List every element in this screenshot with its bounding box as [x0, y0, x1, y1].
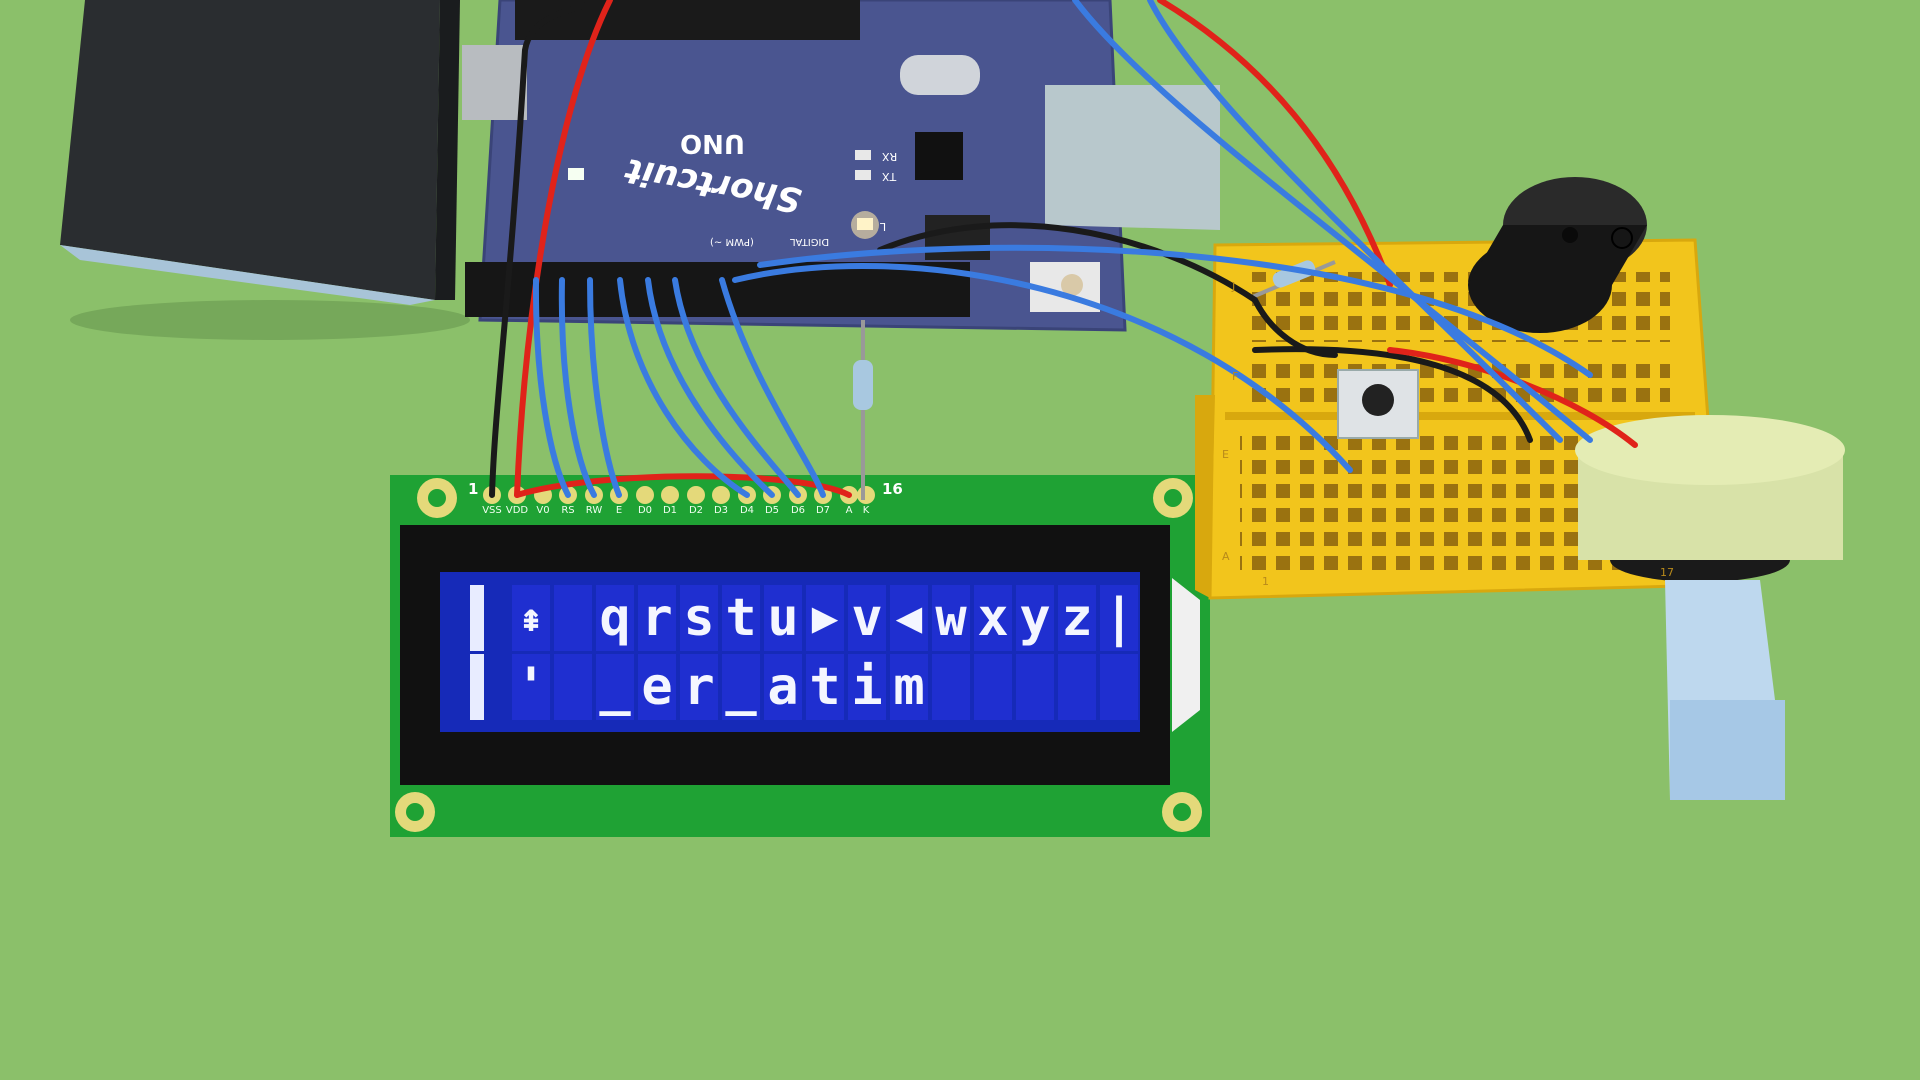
pin-label-rw: RW — [585, 505, 603, 516]
bb-row-a: A — [1222, 550, 1230, 563]
lcd-line-2: ' _ e r _ a t i m — [470, 654, 1138, 720]
lcd-char: z — [1058, 585, 1096, 651]
lcd-char: r — [638, 585, 676, 651]
lcd-char: a — [764, 654, 802, 720]
side-pins — [462, 45, 527, 120]
lcd-char: _ — [722, 654, 760, 720]
lcd-char — [554, 654, 592, 720]
lcd-char — [470, 654, 484, 720]
pin-label-vdd: VDD — [505, 505, 529, 516]
lcd-char: ▶ — [806, 585, 844, 651]
icsp-header — [925, 215, 990, 260]
resistor-breadboard — [1249, 260, 1336, 300]
lcd-char: ⇞ — [512, 585, 550, 651]
lcd-char: e — [638, 654, 676, 720]
pin-label-e: E — [615, 505, 623, 516]
lcd-char — [932, 654, 970, 720]
power-led — [568, 168, 584, 180]
lcd-char — [974, 654, 1012, 720]
pin-label-d3: D3 — [713, 505, 729, 516]
lcd-char: r — [680, 654, 718, 720]
lcd-char — [1016, 654, 1054, 720]
pin-label-d2: D2 — [688, 505, 704, 516]
bb-row-f: F — [1232, 370, 1239, 383]
lcd-char: u — [764, 585, 802, 651]
pin-label-rs: RS — [561, 505, 575, 516]
resistor-backlight — [853, 320, 873, 500]
push-button[interactable] — [1337, 369, 1419, 439]
lcd-char: m — [890, 654, 928, 720]
tx-label: TX — [882, 170, 897, 183]
lcd-char: ' — [512, 654, 550, 720]
bb-col-1: 1 — [1262, 575, 1269, 588]
pin-label-d6: D6 — [790, 505, 806, 516]
lcd-line-1: ⇞ q r s t u ▶ v ◀ w x y z | — [470, 585, 1138, 651]
pin-label-vss: VSS — [482, 505, 502, 516]
lcd-char: y — [1016, 585, 1054, 651]
lcd-char: i — [848, 654, 886, 720]
lcd-char: ◀ — [890, 585, 928, 651]
pin-label-d7: D7 — [815, 505, 831, 516]
lcd-char: w — [932, 585, 970, 651]
bb-col-17: 17 — [1660, 566, 1674, 579]
pin-label-d1: D1 — [662, 505, 678, 516]
board-model: UNO — [680, 128, 745, 158]
lcd-char: q — [596, 585, 634, 651]
lcd-char: | — [1100, 585, 1138, 651]
pin-label-d4: D4 — [739, 505, 755, 516]
arduino-uno-board[interactable] — [462, 0, 1220, 332]
crystal — [900, 55, 980, 95]
rx-label: RX — [882, 150, 898, 163]
lcd-char — [470, 585, 484, 651]
usb-port — [1045, 85, 1220, 230]
rx-led — [855, 150, 871, 160]
lcd-char: t — [722, 585, 760, 651]
l-led — [857, 218, 873, 230]
pwm-label: (PWM ~) — [710, 236, 754, 247]
lcd-pin-last: 16 — [882, 480, 903, 498]
top-pin-header — [515, 0, 860, 40]
pin-label-k: K — [862, 505, 870, 516]
digital-pin-header — [465, 262, 970, 317]
pin-label-d0: D0 — [637, 505, 653, 516]
pin-label-v0: V0 — [536, 505, 550, 516]
lcd-char — [1058, 654, 1096, 720]
tx-led — [855, 170, 871, 180]
battery[interactable] — [60, 0, 470, 340]
chip — [915, 132, 963, 180]
pin-label-a: A — [845, 505, 853, 516]
lcd-char — [554, 585, 592, 651]
lcd-char — [1100, 654, 1138, 720]
pin-label-d5: D5 — [764, 505, 780, 516]
lcd-char: x — [974, 585, 1012, 651]
lcd-pin-first: 1 — [468, 480, 479, 498]
bb-row-e: E — [1222, 448, 1229, 461]
l-label: L — [880, 220, 887, 233]
lcd-char: v — [848, 585, 886, 651]
lcd-char: t — [806, 654, 844, 720]
lcd-char: _ — [596, 654, 634, 720]
lcd-char: s — [680, 585, 718, 651]
wires — [489, 0, 1638, 498]
potentiometer[interactable] — [1575, 415, 1845, 800]
bb-row-j: J — [1232, 280, 1236, 293]
digital-label: DIGITAL — [790, 236, 830, 247]
piezo-buzzer[interactable] — [1468, 177, 1647, 333]
